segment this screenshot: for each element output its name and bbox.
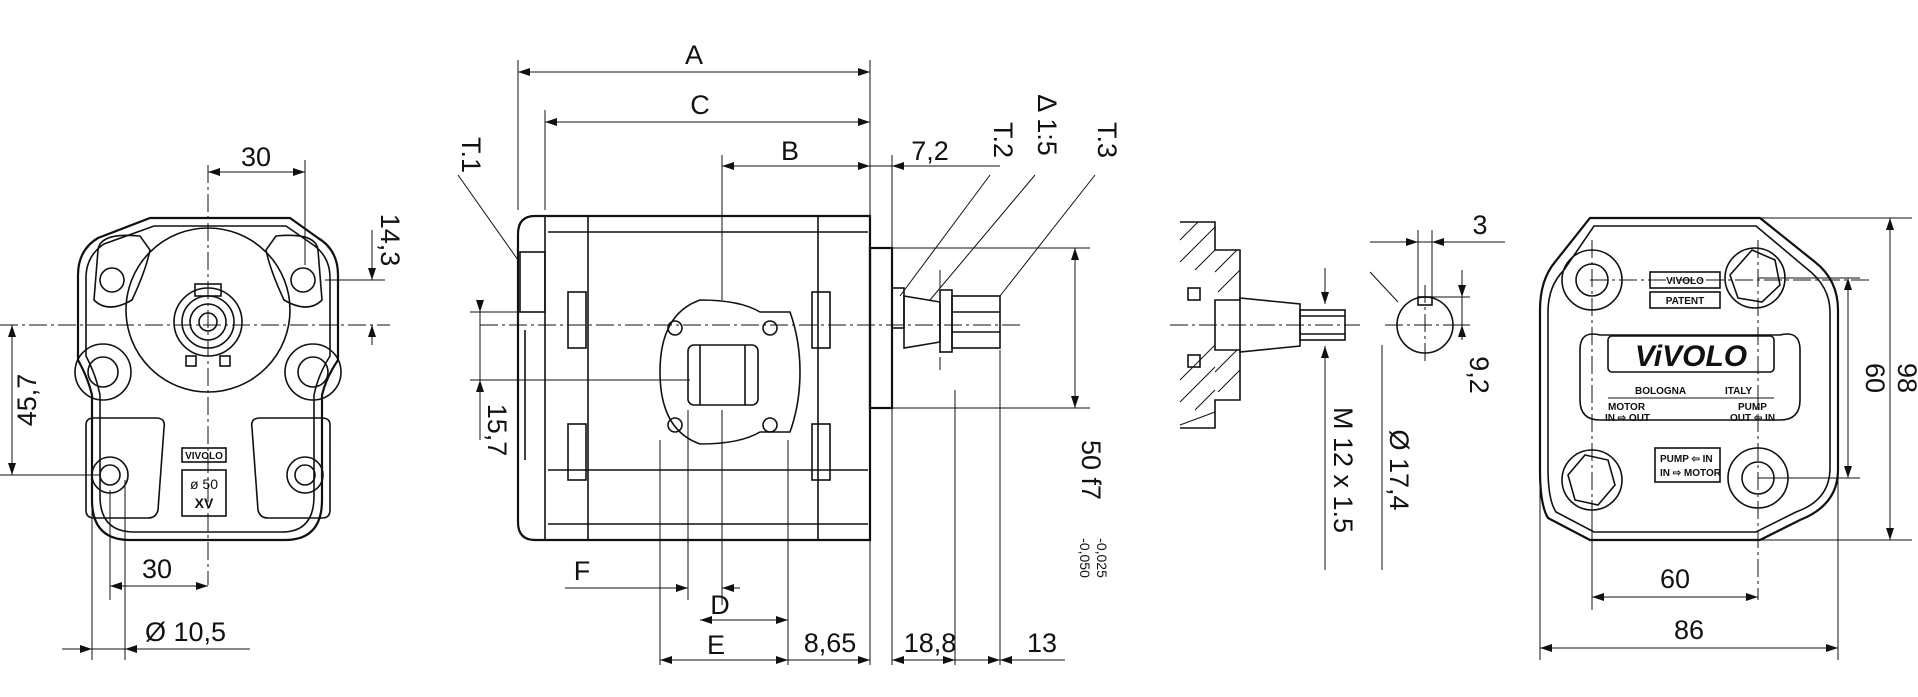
dim-b: B: [781, 136, 799, 166]
front-plate-diameter: ø 50: [190, 476, 218, 492]
dim-m12: M 12 x 1.5: [1328, 407, 1358, 533]
dim-dia-17-4: Ø 17,4: [1384, 429, 1414, 510]
rear-plate-patent: PATENT: [1666, 296, 1705, 307]
rear-plate-motor-flow: IN ⇨ OUT: [1605, 413, 1650, 424]
dim-30-top: 30: [241, 142, 271, 172]
dim-15-7: 15,7: [482, 404, 512, 457]
dim-60-horizontal: 60: [1660, 564, 1690, 594]
dim-45-7: 45,7: [12, 374, 42, 427]
dim-30-bottom: 30: [142, 554, 172, 584]
rear-plate-pump-in: PUMP ⇦ IN: [1660, 454, 1713, 465]
dim-8-65: 8,65: [804, 628, 857, 658]
tol-upper: -0,025: [1094, 538, 1110, 578]
dim-3: 3: [1472, 210, 1487, 240]
rear-plate-pump-flow: OUT ⇦ IN: [1730, 413, 1775, 424]
side-view: T.1 T.2 Δ 1:5 T.3 A C B: [456, 40, 1122, 665]
rear-plate-motor: MOTOR: [1608, 402, 1646, 413]
label-t2: T.2: [988, 122, 1018, 158]
rear-plate-brand-small: VIVOLO: [1666, 276, 1704, 287]
front-plate-code: XV: [195, 495, 214, 511]
front-plate-brand: VIVOLO: [185, 451, 223, 462]
rear-plate-country: ITALY: [1725, 386, 1753, 397]
rear-plate-city: BOLOGNA: [1635, 386, 1686, 397]
label-t3: T.3: [1092, 122, 1122, 158]
dim-f: F: [574, 556, 591, 586]
dim-9-2: 9,2: [1464, 356, 1494, 394]
label-t1: T.1: [456, 137, 486, 173]
dim-60-vertical: 60: [1860, 363, 1890, 393]
dim-14-3: 14,3: [375, 214, 405, 267]
dim-dia-10-5: Ø 10,5: [145, 617, 226, 647]
shaft-detail: M 12 x 1.5 3 Ø 17,4 9,2: [1170, 210, 1505, 570]
dim-7-2: 7,2: [911, 136, 949, 166]
rear-view: VIVOLO PATENT ViVOLO BOLOGNA ITALY MOTOR…: [1538, 216, 1918, 660]
dim-a: A: [685, 40, 703, 70]
rear-plate-brand-large: ViVOLO: [1635, 340, 1747, 373]
rear-plate-in-motor: IN ⇨ MOTOR: [1660, 468, 1722, 479]
tol-lower: -0,050: [1077, 538, 1093, 578]
dim-13: 13: [1027, 628, 1057, 658]
label-taper: Δ 1:5: [1032, 94, 1062, 156]
dim-c: C: [690, 90, 710, 120]
dim-50-f7: 50 f7: [1076, 440, 1106, 500]
dim-e: E: [707, 630, 725, 660]
dim-d: D: [710, 590, 730, 620]
dim-86: 86: [1674, 615, 1704, 645]
dim-18-8: 18,8: [904, 628, 957, 658]
dim-98: 98: [1892, 363, 1918, 393]
rear-plate-pump: PUMP: [1738, 402, 1767, 413]
front-view: VIVOLO ø 50 XV 30 14,3 45,7 30: [0, 142, 405, 660]
